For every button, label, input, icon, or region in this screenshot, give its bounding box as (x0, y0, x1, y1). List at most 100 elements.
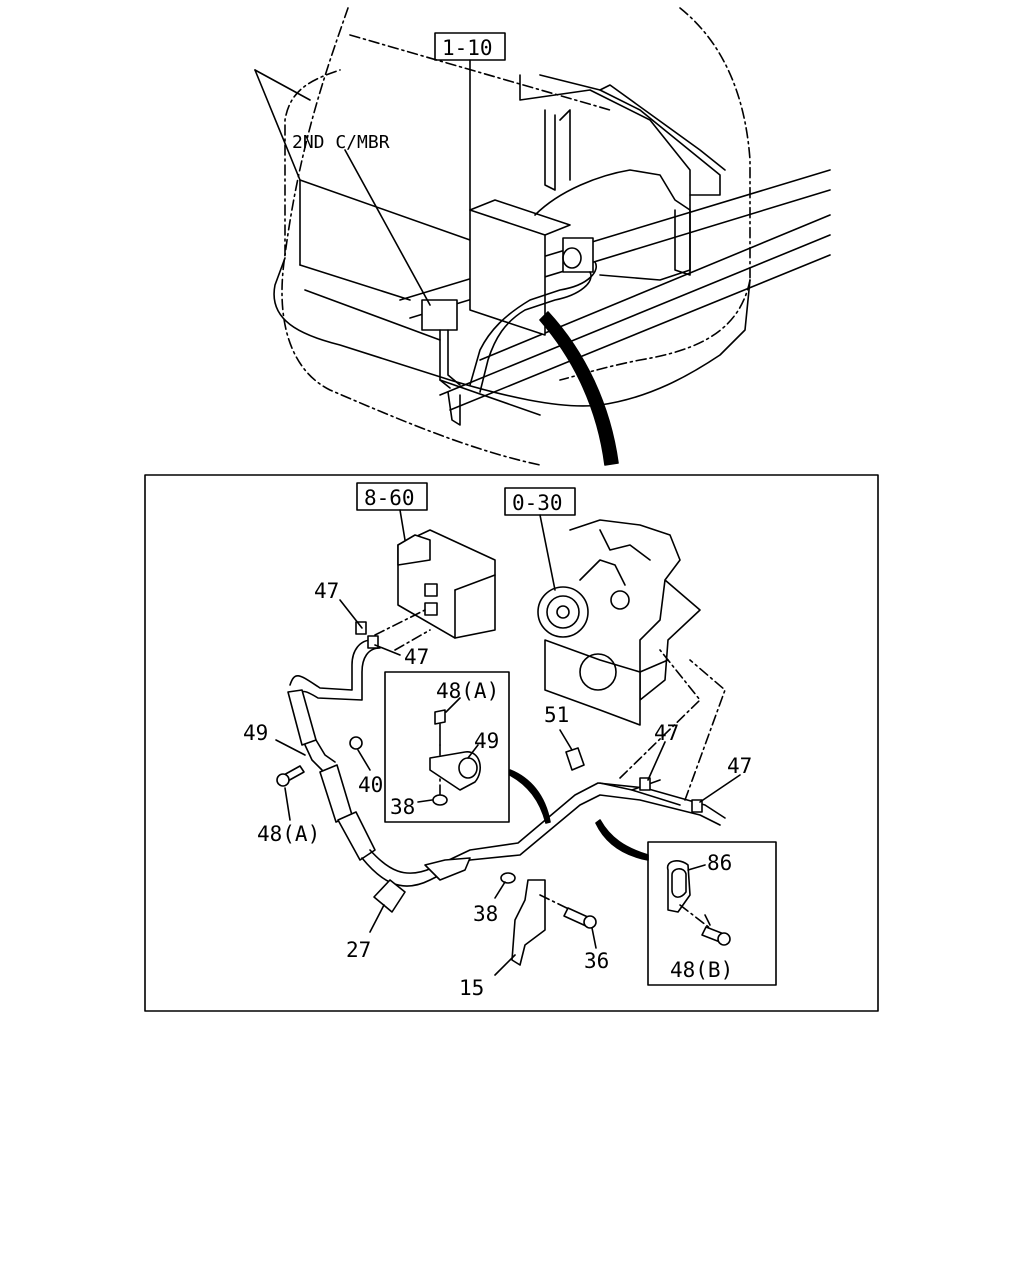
detail-arrow (539, 311, 619, 466)
leader-8-60 (399, 509, 406, 541)
vehicle-overview (254, 7, 831, 466)
engine-block (569, 519, 701, 701)
evaporator-fitting (424, 583, 438, 597)
leader-inset-38 (417, 799, 433, 803)
inset-clamp-body (429, 751, 481, 791)
detail-frame (144, 474, 879, 1012)
connection-line (374, 609, 426, 636)
part-label-38: 38 (473, 902, 498, 926)
radiator-support (519, 74, 691, 211)
part-label-36: 36 (584, 949, 609, 973)
inset-bolt-head (434, 709, 446, 725)
engine-detail (579, 559, 626, 586)
bolt-48a-head (276, 773, 290, 787)
leader-47-d (699, 774, 741, 803)
radiator-post (674, 209, 691, 276)
main-pipe (361, 794, 721, 887)
inset-frame-b (647, 841, 777, 986)
leader-inset-49 (467, 744, 479, 759)
leader-38 (494, 881, 506, 899)
connection-line (684, 659, 726, 801)
leader-40 (357, 749, 371, 771)
part-label-47: 47 (404, 645, 429, 669)
frame-rail (449, 254, 831, 411)
inset-label-48b: 48(B) (670, 958, 733, 982)
leader-27 (369, 904, 385, 933)
main-pipe (369, 782, 726, 874)
inset-frame-a (384, 671, 510, 823)
panel-edge (299, 179, 471, 241)
evaporator-top (397, 534, 431, 566)
crank-pulley (579, 653, 617, 691)
part-label-49: 49 (243, 721, 268, 745)
bracket-15 (511, 879, 546, 966)
cab-lower-outline (559, 279, 751, 381)
leader-47-b (374, 644, 401, 656)
rubber-hose-lower (337, 811, 376, 861)
leader-second-cmbr (344, 149, 431, 306)
leader-36 (591, 927, 597, 949)
engine-boss (610, 590, 630, 610)
engine-box-top (469, 199, 571, 236)
flexible-hose-27 (373, 879, 406, 913)
evaporator-edge (454, 574, 496, 591)
part-label-47: 47 (654, 721, 679, 745)
inset-nut (432, 794, 448, 806)
second-cmbr-unit (421, 299, 458, 331)
nut-38 (500, 872, 516, 884)
floor-pan (273, 257, 751, 407)
engine-edge (639, 659, 669, 673)
inset-bolt-48b-head (717, 932, 731, 946)
ref-box-0-30 (504, 487, 576, 516)
part-label-48a: 48(A) (257, 822, 320, 846)
inset-bolt-axis (679, 904, 716, 933)
part-label-27: 27 (346, 938, 371, 962)
ref-label-8-60: 8-60 (364, 486, 415, 510)
clamp-47 (367, 635, 379, 649)
radiator-support-top (599, 84, 726, 171)
clamp-47 (639, 777, 651, 791)
suction-hose-upper (289, 639, 373, 691)
compressor-pulley-hub (556, 605, 570, 619)
radiator-post (544, 109, 556, 191)
engine-oil-pan (544, 639, 641, 726)
compressor-pulley (562, 247, 582, 269)
part-label-15: 15 (459, 976, 484, 1000)
label-second-cmbr: 2ND C/MBR (292, 132, 390, 153)
overview-hose (469, 261, 597, 386)
rubber-hose-lower (319, 764, 353, 823)
overview-hose (479, 271, 592, 393)
cmbr-pipe (447, 329, 461, 386)
inset-clip-86 (647, 841, 777, 986)
ref-label-0-30: 0-30 (512, 491, 563, 515)
cab-side-outline (284, 69, 341, 256)
ref-label-1-10: 1-10 (442, 36, 493, 60)
compressor-pulley-inner (546, 595, 580, 629)
inset-clip-loop (671, 868, 687, 898)
leader-48a (284, 787, 291, 821)
leader-0-30 (539, 514, 556, 591)
discharge-pipe (599, 779, 661, 791)
connection-line (394, 629, 431, 651)
hose-joint (304, 744, 323, 771)
clamp-51 (565, 747, 585, 771)
evaporator-fitting (424, 602, 438, 616)
leader-47-a (339, 599, 363, 629)
frame-rail (439, 234, 831, 396)
radiator-post (559, 109, 571, 181)
rubber-hose-segment (287, 689, 317, 746)
inset-arrow-left (509, 769, 551, 824)
ref-box-1-10 (434, 32, 506, 61)
leader-inset-86 (687, 864, 706, 871)
bolt-axis (539, 894, 576, 913)
frame-post (447, 391, 461, 426)
cmbr-pipe (439, 329, 451, 389)
leader-47-c (647, 741, 666, 781)
connection-line (619, 649, 701, 779)
engine-mass (534, 169, 691, 281)
cab-outline (281, 7, 541, 466)
cab-roof-outline (679, 7, 751, 281)
suction-hose-upper (297, 647, 381, 701)
hose-assembly (276, 609, 726, 966)
body-line (349, 34, 611, 111)
